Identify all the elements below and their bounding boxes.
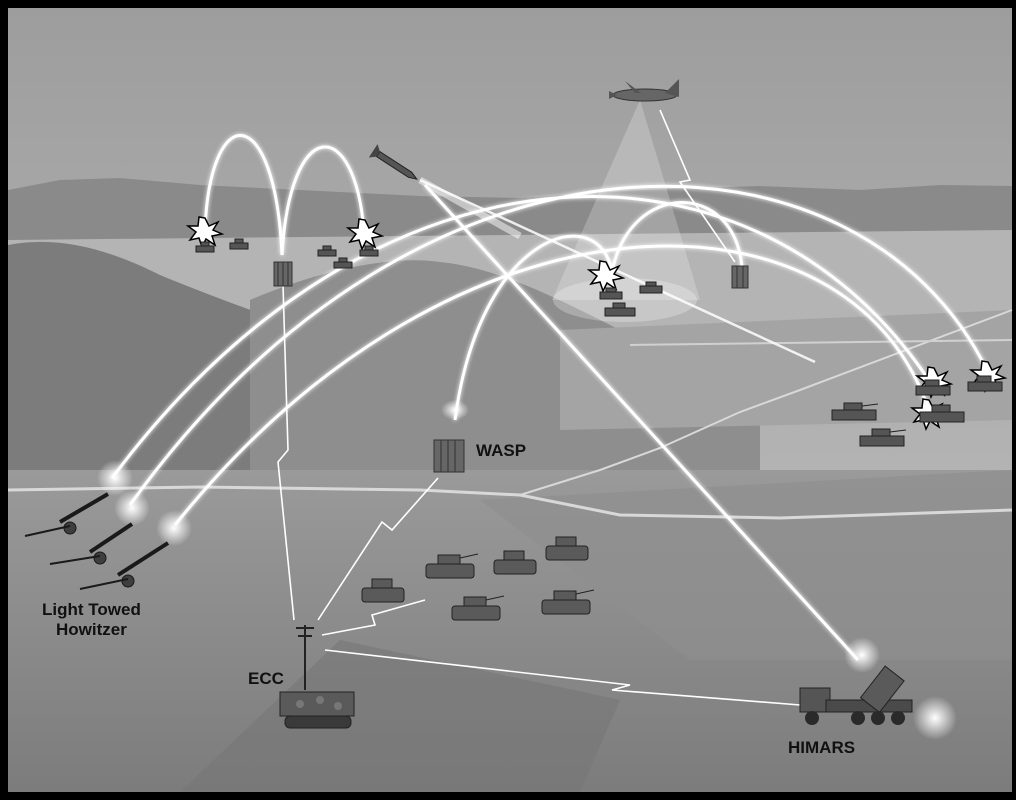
tank-icon — [967, 375, 1003, 392]
light-towed-howitzer-label: Light Towed Howitzer — [42, 600, 141, 640]
datalink-uav-to-munition — [659, 109, 736, 263]
tank-icon — [493, 550, 537, 575]
explosion-icon — [586, 260, 626, 293]
tank-icon — [195, 241, 215, 253]
rocket-launcher-truck-icon — [799, 665, 913, 725]
howitzer-label-line-2: Howitzer — [56, 620, 127, 639]
tank-icon — [545, 536, 589, 561]
uav-aircraft-icon — [609, 79, 679, 102]
datalink-wasp-to-ecc — [317, 477, 439, 621]
tank-icon — [599, 287, 623, 300]
wasp-munition-icon — [433, 400, 469, 473]
tank-icon — [831, 402, 879, 421]
road-2 — [519, 309, 1013, 496]
ground-shade — [480, 470, 1012, 660]
wasp-label: WASP — [476, 441, 527, 460]
tank-icon — [333, 257, 353, 269]
loitering-munition-icon — [273, 261, 293, 287]
tank-icon — [361, 578, 405, 603]
datalink-ecc-to-himars — [324, 649, 801, 706]
enemy-tanks — [195, 238, 1003, 447]
tank-icon — [919, 404, 965, 423]
himars-label: HIMARS — [788, 738, 856, 757]
towed-howitzer-icon — [24, 492, 110, 537]
tank-icon — [425, 553, 479, 579]
tank-icon — [541, 589, 595, 615]
trajectory-howitzer-2 — [128, 184, 990, 506]
trajectory-uav-munition — [610, 201, 744, 273]
datalink-loiter-to-ecc — [277, 284, 295, 621]
smoke — [97, 460, 957, 740]
towed-howitzer-icon — [79, 541, 170, 590]
towed-howitzer-icon — [49, 522, 134, 565]
ground-shade-2 — [180, 640, 620, 792]
road-3 — [629, 339, 1013, 346]
tank-icon — [604, 302, 636, 317]
command-vehicle-icon — [279, 625, 355, 729]
tank-icon — [317, 245, 337, 257]
trajectory-howitzer-3 — [173, 244, 930, 526]
tank-icon — [639, 281, 663, 294]
missile-trail-glow — [418, 176, 522, 240]
uav-sensor-cone — [552, 100, 700, 300]
tank-icon — [451, 595, 505, 621]
data-links — [277, 109, 801, 706]
trajectory-loiter-2 — [280, 145, 366, 256]
loitering-munition-icon — [731, 265, 749, 289]
ecc-label: ECC — [248, 669, 284, 688]
friendly-tanks — [361, 536, 595, 621]
howitzers — [24, 492, 170, 590]
howitzer-label-line-1: Light Towed — [42, 600, 141, 619]
trajectories — [110, 133, 990, 662]
tank-icon — [859, 428, 907, 447]
missile-icon — [368, 144, 418, 180]
trajectory-wasp — [453, 234, 614, 421]
tank-icon — [229, 238, 249, 250]
datalink-tanks-to-ecc — [321, 599, 426, 636]
trajectory-himars — [423, 183, 860, 662]
tank-icon — [359, 245, 379, 257]
trajectory-loiter-1 — [203, 133, 284, 256]
explosion-icon — [345, 218, 385, 251]
tank-icon — [915, 379, 951, 396]
